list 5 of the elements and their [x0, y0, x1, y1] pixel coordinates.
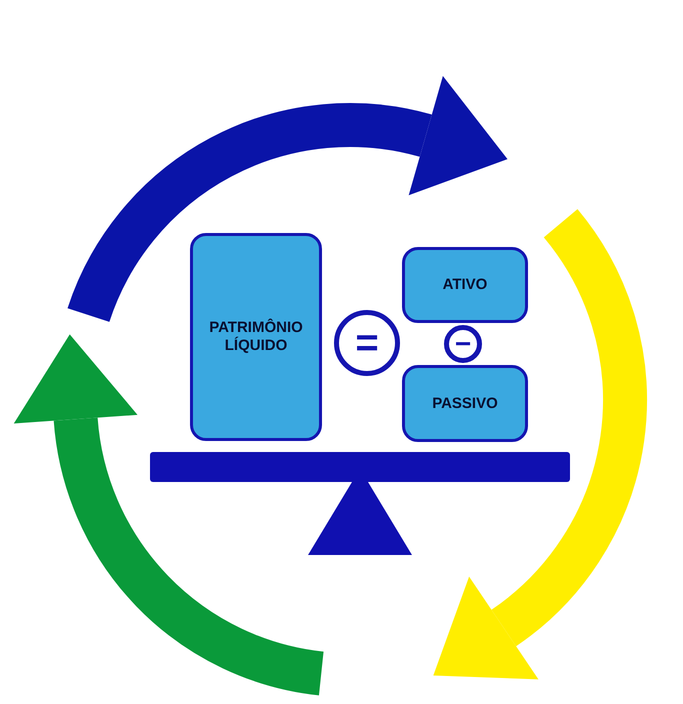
equals-sign: =: [334, 310, 400, 376]
liabilities-box: PASSIVO: [402, 365, 528, 442]
equity-box: PATRIMÔNIO LÍQUIDO: [190, 233, 322, 441]
minus-sign: −: [444, 325, 482, 363]
assets-box: ATIVO: [402, 247, 528, 323]
